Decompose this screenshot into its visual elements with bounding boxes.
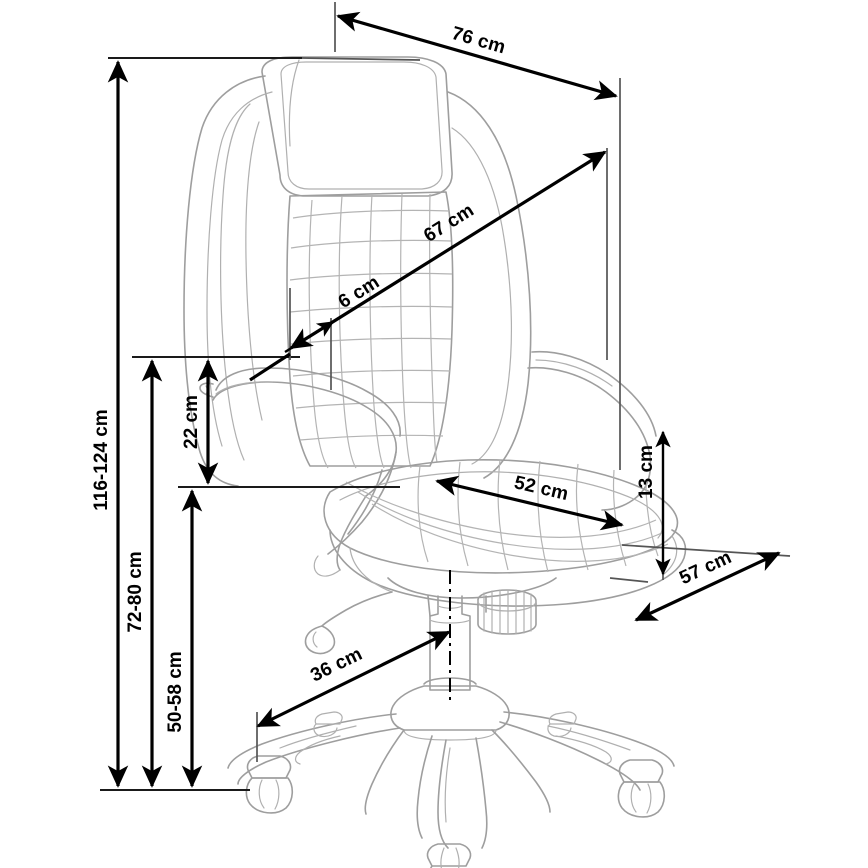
dimension-label-seat-thickness: 13 cm bbox=[636, 445, 657, 499]
dimension-label-armrest-height: 22 cm bbox=[181, 395, 202, 449]
dimension-seat-back-height: 72-80 cm bbox=[125, 359, 163, 788]
dimension-seat-thickness: 13 cm bbox=[636, 430, 671, 576]
dimension-label-seat-back-height: 72-80 cm bbox=[125, 551, 146, 632]
dimension-seat-height: 50-58 cm bbox=[165, 489, 203, 788]
chair-armrest-left bbox=[199, 367, 401, 577]
extension-lines bbox=[100, 2, 791, 791]
dimension-label-seat-height: 50-58 cm bbox=[165, 651, 186, 732]
dimension-overall-height: 116-124 cm bbox=[91, 60, 129, 788]
dimension-label-overall-height: 116-124 cm bbox=[91, 409, 112, 510]
dimension-armrest-height: 22 cm bbox=[181, 359, 219, 485]
